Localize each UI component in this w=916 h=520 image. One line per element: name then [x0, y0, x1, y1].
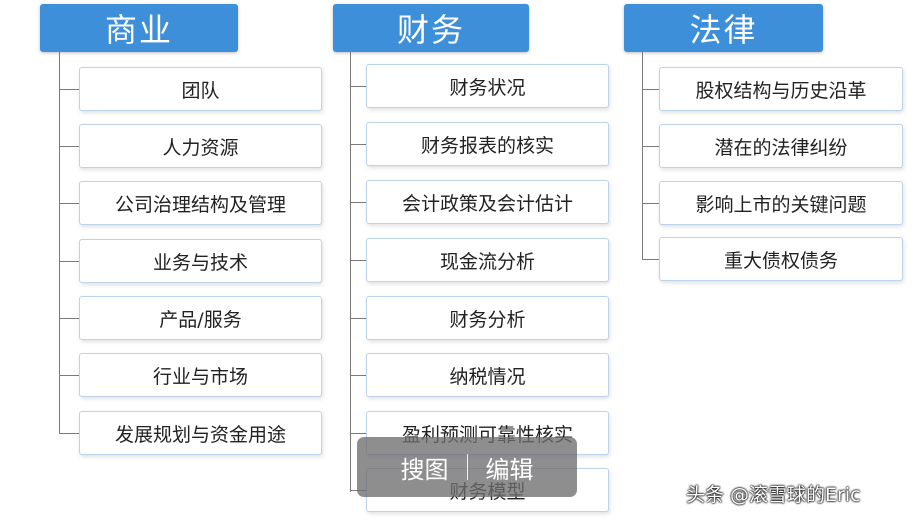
diagram-node: 财务报表的核实 [366, 122, 609, 166]
diagram-node: 重大债权债务 [659, 237, 903, 281]
connector-branch [59, 89, 79, 90]
toolbar-divider [466, 454, 468, 480]
diagram-node: 产品/服务 [79, 296, 322, 340]
diagram-node: 行业与市场 [79, 353, 322, 397]
column-business: 商业 团队 人力资源 公司治理结构及管理 业务与技术 产品/服务 行业与市场 发… [0, 0, 330, 520]
diagram-node: 财务状况 [366, 64, 609, 108]
connector-branch [350, 144, 366, 145]
diagram-node: 影响上市的关键问题 [659, 181, 903, 225]
connector-branch [59, 433, 79, 434]
diagram-node: 财务分析 [366, 296, 609, 340]
image-action-toolbar: 搜图 编辑 [357, 437, 577, 497]
search-image-button[interactable]: 搜图 [400, 455, 449, 484]
connector-branch [59, 375, 79, 376]
connector-branch [350, 260, 366, 261]
diagram-node: 团队 [79, 67, 322, 111]
connector-branch [642, 203, 659, 204]
connector-branch [642, 259, 659, 260]
connector-trunk [59, 52, 60, 434]
connector-trunk [642, 52, 643, 260]
diagram-node: 股权结构与历史沿革 [659, 67, 903, 111]
connector-branch [642, 89, 659, 90]
connector-branch [350, 375, 366, 376]
connector-branch [350, 318, 366, 319]
diagram-node: 潜在的法律纠纷 [659, 124, 903, 168]
connector-branch [59, 146, 79, 147]
connector-branch [59, 261, 79, 262]
connector-branch [59, 318, 79, 319]
column-header-finance: 财务 [333, 4, 529, 52]
diagram-node: 业务与技术 [79, 239, 322, 283]
diagram-node: 公司治理结构及管理 [79, 181, 322, 225]
watermark: 头条 @滚雪球的Eric [686, 484, 861, 506]
diagram-node: 现金流分析 [366, 238, 609, 282]
connector-branch [350, 86, 366, 87]
connector-branch [350, 202, 366, 203]
diagram-node: 发展规划与资金用途 [79, 411, 322, 455]
connector-branch [642, 146, 659, 147]
diagram-node: 人力资源 [79, 124, 322, 168]
diagram-node: 会计政策及会计估计 [366, 180, 609, 224]
diagram-node: 纳税情况 [366, 353, 609, 397]
connector-branch [350, 433, 366, 434]
connector-branch [59, 203, 79, 204]
edit-button[interactable]: 编辑 [485, 455, 534, 484]
column-header-business: 商业 [40, 4, 238, 52]
column-header-legal: 法律 [624, 4, 823, 52]
connector-trunk [350, 52, 351, 492]
